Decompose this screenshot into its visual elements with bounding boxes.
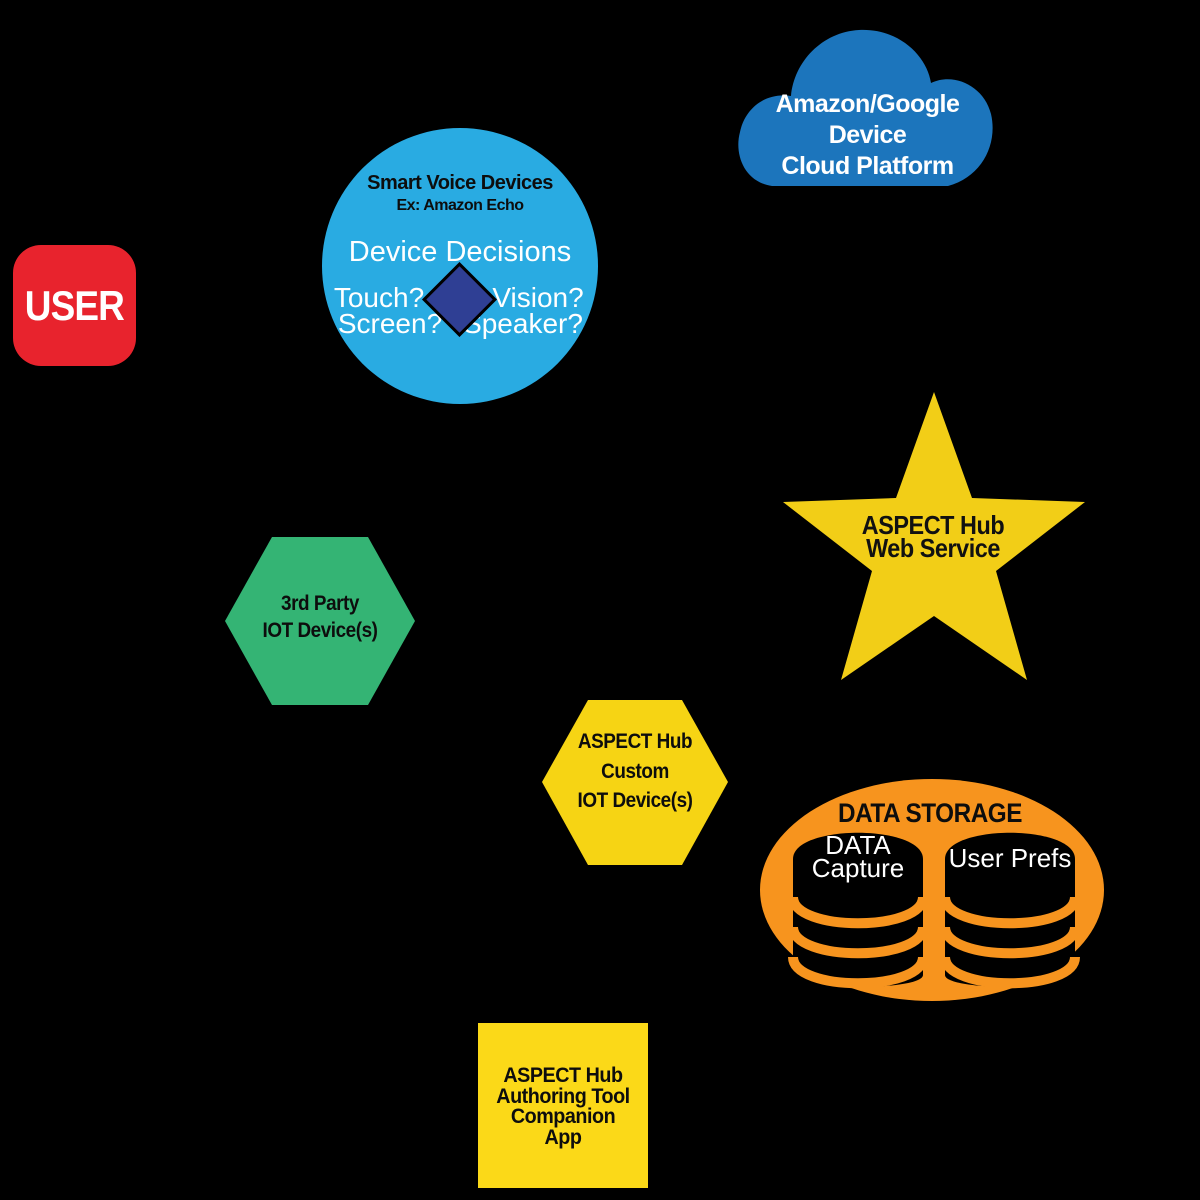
- yellow-hexagon-polygon: [542, 700, 728, 865]
- star-polygon: [783, 392, 1085, 680]
- cloud-platform-label: Amazon/Google Device Cloud Platform: [740, 89, 995, 182]
- database-cylinder-left-icon: [788, 832, 928, 989]
- data-capture-label: DATA Capture: [811, 830, 905, 883]
- authoring-line-4: App: [544, 1125, 582, 1149]
- cloud-line-1: Amazon/Google: [775, 90, 960, 118]
- authoring-line-3: Companion: [510, 1105, 616, 1128]
- custom-iot-line-1: ASPECT Hub: [577, 730, 693, 753]
- database-cylinder-right-icon: [940, 832, 1080, 989]
- user-label: USER: [24, 281, 125, 329]
- star-shape-icon: [783, 392, 1085, 680]
- cloud-path: [738, 29, 993, 187]
- web-service-line-2: Web Service: [866, 533, 1000, 563]
- smart-voice-title: Smart Voice Devices: [367, 172, 553, 194]
- smart-voice-subtitle: Ex: Amazon Echo: [396, 197, 524, 214]
- authoring-line-2: Authoring Tool: [496, 1084, 630, 1108]
- third-party-line-2: IOT Device(s): [262, 619, 378, 642]
- third-party-line-1: 3rd Party: [281, 592, 359, 615]
- data-storage-title: DATA STORAGE: [837, 798, 1023, 828]
- cloud-line-3: Cloud Platform: [781, 152, 954, 180]
- user-node: USER: [13, 245, 136, 366]
- data-capture-line-1: DATA: [825, 830, 891, 860]
- user-prefs-line-1: User Prefs: [948, 843, 1072, 873]
- web-service-line-1: ASPECT Hub: [861, 510, 1005, 540]
- data-capture-line-2: Capture: [811, 853, 905, 883]
- authoring-tool-label: ASPECT Hub Authoring Tool Companion App: [483, 1064, 643, 1149]
- data-storage-node: [760, 779, 1104, 1001]
- green-hexagon-polygon: [225, 537, 415, 705]
- question-screen: Screen?: [337, 308, 443, 339]
- custom-iot-line-2: Custom: [601, 760, 669, 783]
- cloud-line-2: Device: [828, 121, 907, 149]
- smart-voice-devices-node: Smart Voice Devices Ex: Amazon Echo Devi…: [322, 128, 598, 404]
- authoring-line-1: ASPECT Hub: [503, 1064, 623, 1087]
- question-touch: Touch?: [333, 282, 425, 313]
- third-party-hexagon-icon: [225, 537, 415, 705]
- user-prefs-label: User Prefs: [948, 843, 1072, 873]
- question-vision: Vision?: [492, 282, 584, 313]
- custom-iot-hexagon-icon: [542, 700, 728, 865]
- cloud-shape-icon: [738, 29, 993, 187]
- authoring-tool-node: ASPECT Hub Authoring Tool Companion App: [478, 1023, 648, 1188]
- custom-iot-line-3: IOT Device(s): [577, 789, 693, 812]
